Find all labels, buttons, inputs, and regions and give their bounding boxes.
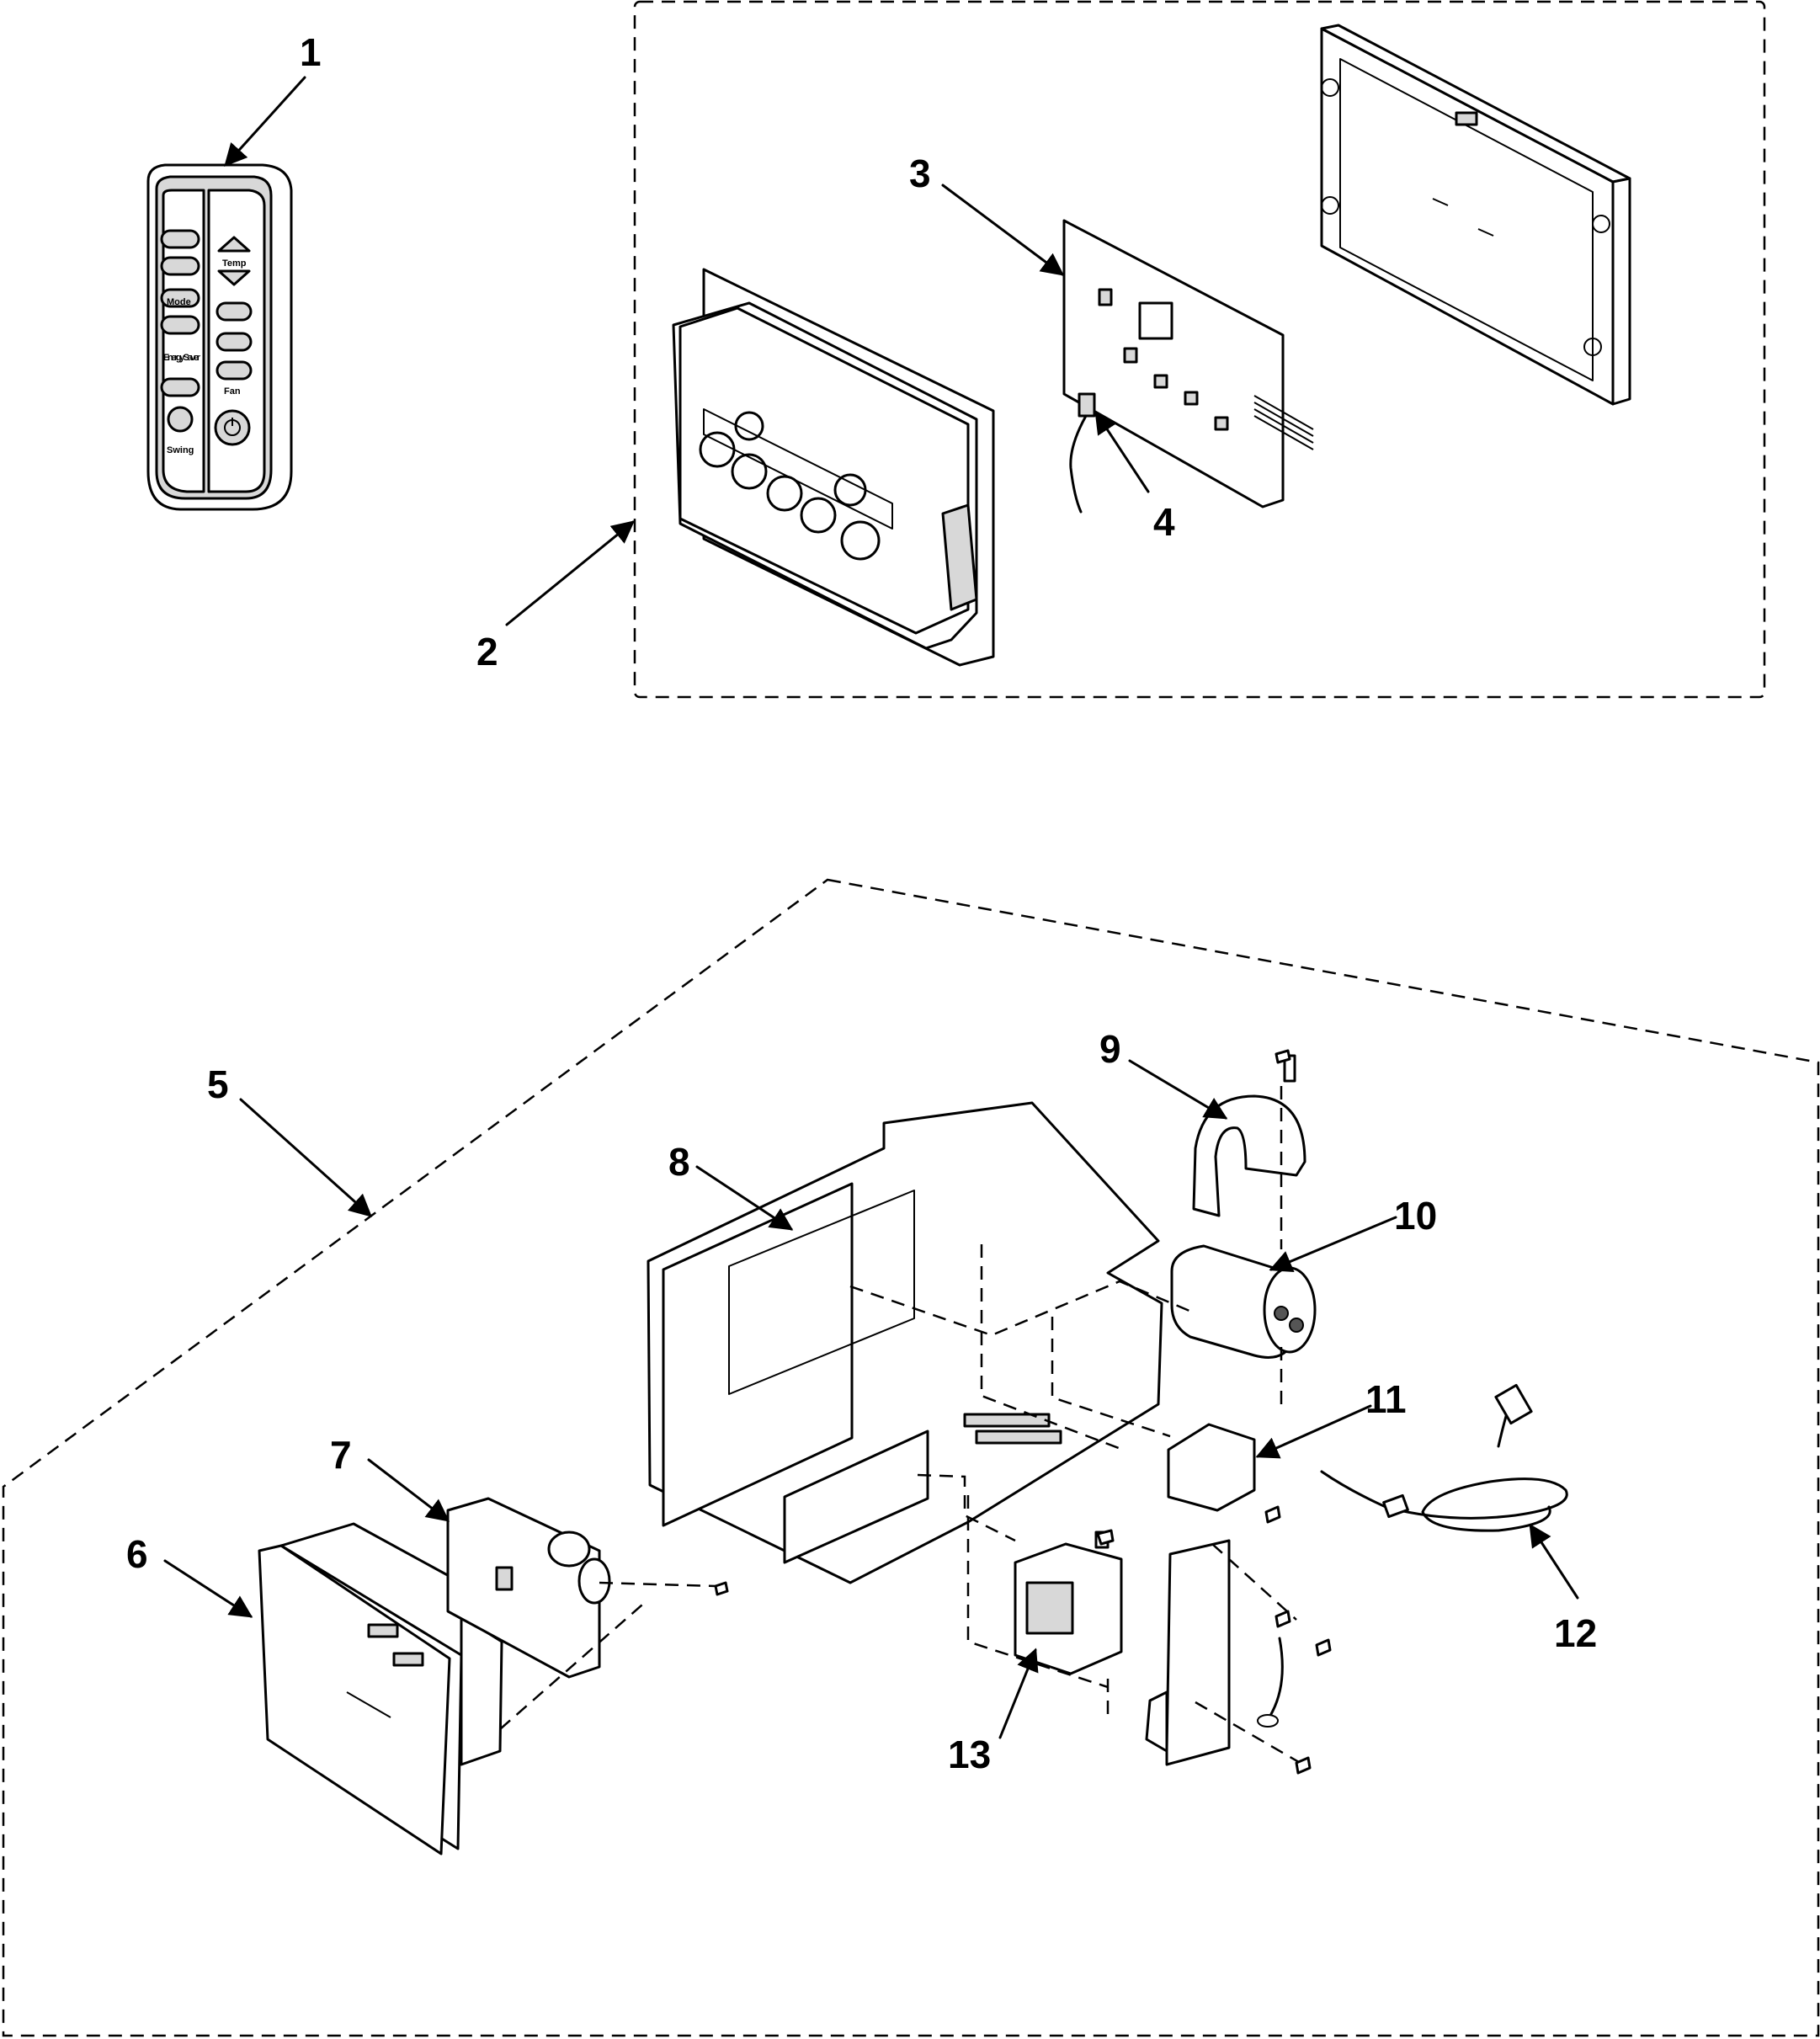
callout-11: 11 <box>1365 1377 1407 1421</box>
power-button-icon <box>214 409 251 446</box>
callout-13: 13 <box>948 1733 991 1776</box>
assembly-5-boundary <box>2 878 1820 2037</box>
callout-3: 3 <box>909 152 931 195</box>
remote-swing-label: Swing <box>167 445 194 455</box>
remote-temp-label: Temp <box>222 258 247 269</box>
callout-4: 4 <box>1153 500 1175 544</box>
panel-button <box>699 411 881 561</box>
remote-mode-label: Mode <box>167 297 191 307</box>
callout-9: 9 <box>1099 1027 1121 1071</box>
transformer <box>1014 1531 1123 1675</box>
remote-energy-saver-label: Energy Saver <box>163 353 201 363</box>
callout-10: 10 <box>1394 1194 1437 1238</box>
callout-5: 5 <box>207 1062 229 1106</box>
control-panel-cover <box>672 268 995 667</box>
run-capacitor <box>1170 1244 1317 1359</box>
control-pcb <box>1062 219 1314 508</box>
alignment-lines <box>499 1086 1304 1766</box>
control-box-case <box>1320 24 1631 406</box>
callout-12: 12 <box>1554 1611 1597 1655</box>
callout-7: 7 <box>330 1433 352 1477</box>
chassis-bracket <box>647 1101 1163 1584</box>
power-cord <box>1320 1383 1568 1532</box>
remote-fan-label: Fan <box>224 386 241 397</box>
screw-icon <box>714 1049 1332 1775</box>
callout-1: 1 <box>300 30 322 74</box>
sensor-connector <box>1069 392 1096 514</box>
relay-cover <box>1167 1423 1256 1512</box>
remote-button <box>160 229 253 433</box>
capacitor-strap <box>1192 1054 1306 1217</box>
assembly-2-boundary <box>633 0 1766 699</box>
callout-6: 6 <box>126 1532 148 1576</box>
callout-2: 2 <box>476 630 498 673</box>
remote-control: Temp Fan Energy Saver Swing Mode <box>146 163 293 511</box>
leader-lines <box>163 76 1579 1739</box>
callout-8: 8 <box>668 1140 690 1184</box>
temp-up-down-icon <box>217 236 251 286</box>
ground-bracket <box>1145 1539 1284 1766</box>
main-pcb <box>446 1497 611 1679</box>
